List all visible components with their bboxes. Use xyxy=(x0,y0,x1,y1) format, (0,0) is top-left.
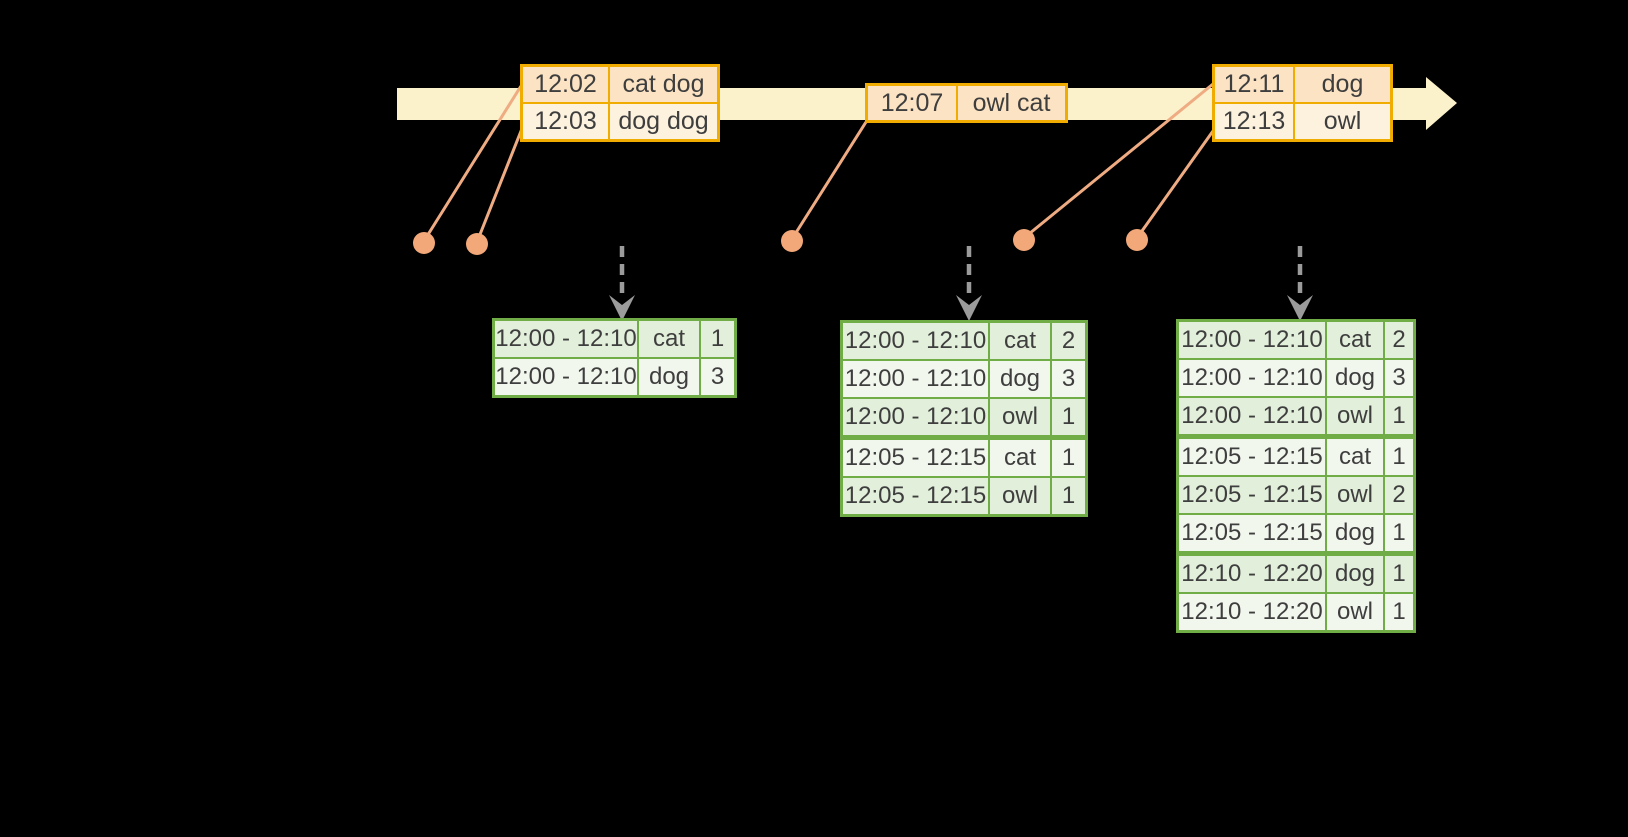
word-cell: cat xyxy=(639,321,699,357)
result-table-1: 12:00 - 12:10 cat 1 12:00 - 12:10 dog 3 xyxy=(492,318,737,398)
word-cell: owl xyxy=(1327,398,1383,434)
event-table-2: 12:07 owl cat xyxy=(865,83,1068,123)
event-time: 12:02 xyxy=(523,67,608,102)
window-cell: 12:00 - 12:10 xyxy=(843,361,988,397)
count-cell: 3 xyxy=(1052,361,1085,397)
event-dots xyxy=(413,229,1148,255)
word-cell: dog xyxy=(990,361,1050,397)
window-cell: 12:00 - 12:10 xyxy=(1179,322,1325,358)
count-cell: 2 xyxy=(1385,477,1413,513)
word-cell: dog xyxy=(1327,515,1383,551)
trigger-arrowheads xyxy=(609,295,1313,321)
word-cell: cat xyxy=(1327,439,1383,475)
count-cell: 3 xyxy=(701,359,734,395)
result-table-3: 12:00 - 12:10 cat 2 12:00 - 12:10 dog 3 … xyxy=(1176,319,1416,633)
word-cell: dog xyxy=(1327,556,1383,592)
window-cell: 12:00 - 12:10 xyxy=(495,321,637,357)
window-cell: 12:05 - 12:15 xyxy=(1179,477,1325,513)
event-connector-lines xyxy=(422,82,1215,243)
count-cell: 2 xyxy=(1385,322,1413,358)
window-cell: 12:00 - 12:10 xyxy=(1179,398,1325,434)
window-cell: 12:10 - 12:20 xyxy=(1179,556,1325,592)
count-cell: 1 xyxy=(1385,515,1413,551)
event-dot xyxy=(413,232,435,254)
event-dot xyxy=(1126,229,1148,251)
event-words: dog dog xyxy=(610,104,717,139)
window-cell: 12:05 - 12:15 xyxy=(1179,439,1325,475)
count-cell: 1 xyxy=(1052,478,1085,514)
word-cell: dog xyxy=(639,359,699,395)
count-cell: 1 xyxy=(1385,398,1413,434)
event-dot xyxy=(466,233,488,255)
word-cell: cat xyxy=(1327,322,1383,358)
event-table-3: 12:11 dog 12:13 owl xyxy=(1212,64,1393,142)
window-cell: 12:00 - 12:10 xyxy=(843,399,988,435)
connector-line xyxy=(790,121,868,240)
window-cell: 12:05 - 12:15 xyxy=(1179,515,1325,551)
window-cell: 12:05 - 12:15 xyxy=(843,478,988,514)
event-time: 12:03 xyxy=(523,104,608,139)
count-cell: 1 xyxy=(701,321,734,357)
word-cell: cat xyxy=(990,440,1050,476)
connector-line xyxy=(1135,130,1215,239)
window-cell: 12:05 - 12:15 xyxy=(843,440,988,476)
count-cell: 1 xyxy=(1385,439,1413,475)
connector-line xyxy=(422,85,523,242)
count-cell: 1 xyxy=(1052,399,1085,435)
event-words: cat dog xyxy=(610,67,717,102)
word-cell: dog xyxy=(1327,360,1383,396)
window-cell: 12:00 - 12:10 xyxy=(843,323,988,359)
event-table-1: 12:02 cat dog 12:03 dog dog xyxy=(520,64,720,142)
count-cell: 1 xyxy=(1052,440,1085,476)
event-words: dog xyxy=(1295,67,1390,102)
event-time: 12:11 xyxy=(1215,67,1293,102)
event-words: owl cat xyxy=(958,86,1065,120)
connector-line xyxy=(1023,82,1214,240)
event-dot xyxy=(781,230,803,252)
event-dot xyxy=(1013,229,1035,251)
window-cell: 12:00 - 12:10 xyxy=(1179,360,1325,396)
timeline-arrowhead-icon xyxy=(1426,77,1457,130)
event-time: 12:13 xyxy=(1215,104,1293,139)
event-time: 12:07 xyxy=(868,86,956,120)
count-cell: 3 xyxy=(1385,360,1413,396)
trigger-arrows xyxy=(619,246,1303,299)
down-arrowhead-icon xyxy=(956,295,982,321)
window-cell: 12:00 - 12:10 xyxy=(495,359,637,395)
down-arrowhead-icon xyxy=(609,295,635,321)
word-cell: owl xyxy=(1327,477,1383,513)
word-cell: owl xyxy=(990,399,1050,435)
count-cell: 1 xyxy=(1385,556,1413,592)
event-words: owl xyxy=(1295,104,1390,139)
connector-line xyxy=(475,120,527,243)
count-cell: 2 xyxy=(1052,323,1085,359)
word-cell: owl xyxy=(990,478,1050,514)
count-cell: 1 xyxy=(1385,594,1413,630)
word-cell: cat xyxy=(990,323,1050,359)
result-table-2: 12:00 - 12:10 cat 2 12:00 - 12:10 dog 3 … xyxy=(840,320,1088,517)
down-arrowhead-icon xyxy=(1287,295,1313,321)
word-cell: owl xyxy=(1327,594,1383,630)
window-cell: 12:10 - 12:20 xyxy=(1179,594,1325,630)
